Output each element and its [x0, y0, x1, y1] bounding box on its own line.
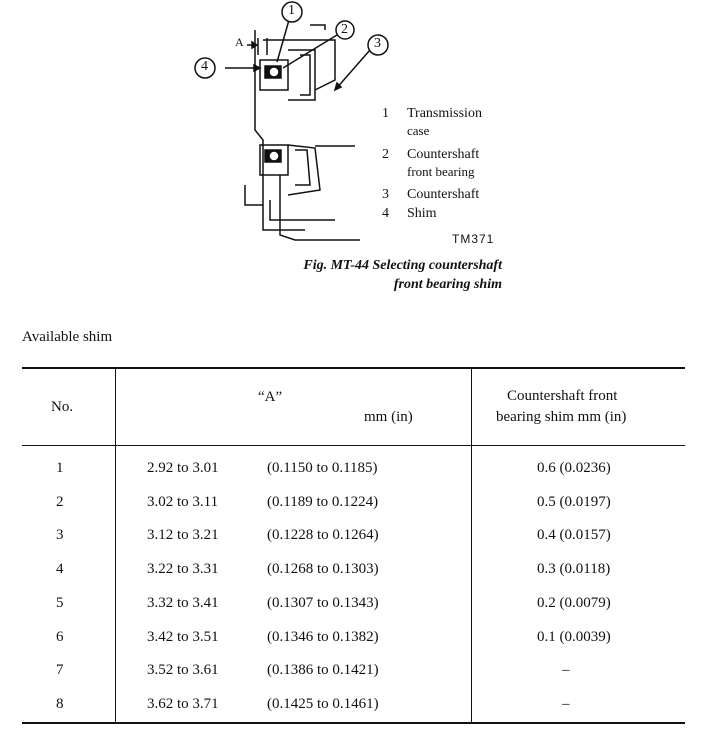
cell-shim: 0.4 (0.0157)	[537, 527, 611, 544]
lower-bearing	[259, 144, 289, 176]
cell-a-in: (0.1425 to 0.1461)	[267, 695, 379, 712]
cell-a-in: (0.1346 to 0.1382)	[267, 628, 379, 645]
cell-a-mm: 3.02 to 3.11	[147, 493, 219, 510]
cell-a-mm: 3.32 to 3.41	[147, 594, 219, 611]
cell-no: 7	[56, 662, 64, 679]
cell-shim: 0.2 (0.0079)	[537, 594, 611, 611]
cell-shim: 0.3 (0.0118)	[537, 561, 611, 578]
cell-a-in: (0.1189 to 0.1224)	[267, 493, 379, 510]
cell-a-mm: 3.12 to 3.21	[147, 527, 219, 544]
cell-a-in: (0.1307 to 0.1343)	[267, 594, 379, 611]
callout-3: 3	[374, 36, 381, 51]
cell-shim: 0.6 (0.0236)	[537, 460, 611, 476]
cell-a-mm: 3.42 to 3.51	[147, 628, 219, 645]
section-title: Available shim	[22, 329, 113, 345]
cell-no: 5	[56, 594, 64, 611]
cell-a-mm: 3.52 to 3.61	[147, 662, 219, 679]
header-shim-line-1: Countershaft front	[507, 388, 618, 404]
figure-caption: Fig. MT-44 Selecting countershaft front …	[303, 256, 502, 294]
callout-4: 4	[201, 59, 208, 74]
callout-1: 1	[288, 3, 295, 18]
dimension-label-a: A	[235, 35, 244, 49]
case-outline	[254, 30, 305, 231]
cell-a-mm: 2.92 to 3.01	[147, 460, 219, 476]
cell-a-in: (0.1150 to 0.1185)	[267, 460, 378, 476]
table-top-rule	[22, 367, 685, 369]
column-divider	[115, 367, 116, 724]
header-rule	[22, 445, 685, 446]
header-a: “A”	[258, 389, 283, 405]
header-no: No.	[51, 399, 74, 415]
callout-2: 2	[341, 22, 348, 37]
cell-no: 8	[56, 695, 64, 712]
column-divider	[471, 367, 472, 724]
caption-line-2: front bearing shim	[393, 277, 502, 292]
cell-a-mm: 3.22 to 3.31	[147, 561, 219, 578]
header-a-unit: mm (in)	[364, 409, 413, 425]
cell-shim: 0.1 (0.0039)	[537, 628, 611, 645]
cell-no: 3	[56, 527, 64, 544]
cell-shim: –	[562, 662, 570, 679]
cell-shim: –	[562, 695, 570, 712]
shim-table: No. “A” mm (in) Countershaft front beari…	[22, 367, 685, 725]
caption-line-1: Fig. MT-44 Selecting countershaft	[303, 258, 502, 273]
cell-a-in: (0.1386 to 0.1421)	[267, 662, 379, 679]
cell-no: 4	[56, 561, 64, 578]
header-shim-line-2: bearing shim mm (in)	[496, 409, 627, 425]
cell-no: 2	[56, 493, 64, 510]
cell-no: 1	[56, 460, 64, 476]
upper-bearing	[259, 59, 289, 91]
bearing-shim-diagram	[194, 1, 389, 241]
cell-a-in: (0.1268 to 0.1303)	[267, 561, 379, 578]
table-bottom-rule	[22, 722, 685, 724]
cell-a-in: (0.1228 to 0.1264)	[267, 527, 379, 544]
cell-a-mm: 3.62 to 3.71	[147, 695, 219, 712]
cell-shim: 0.5 (0.0197)	[537, 493, 611, 510]
cell-no: 6	[56, 628, 64, 645]
figure-code: TM371	[452, 232, 495, 246]
